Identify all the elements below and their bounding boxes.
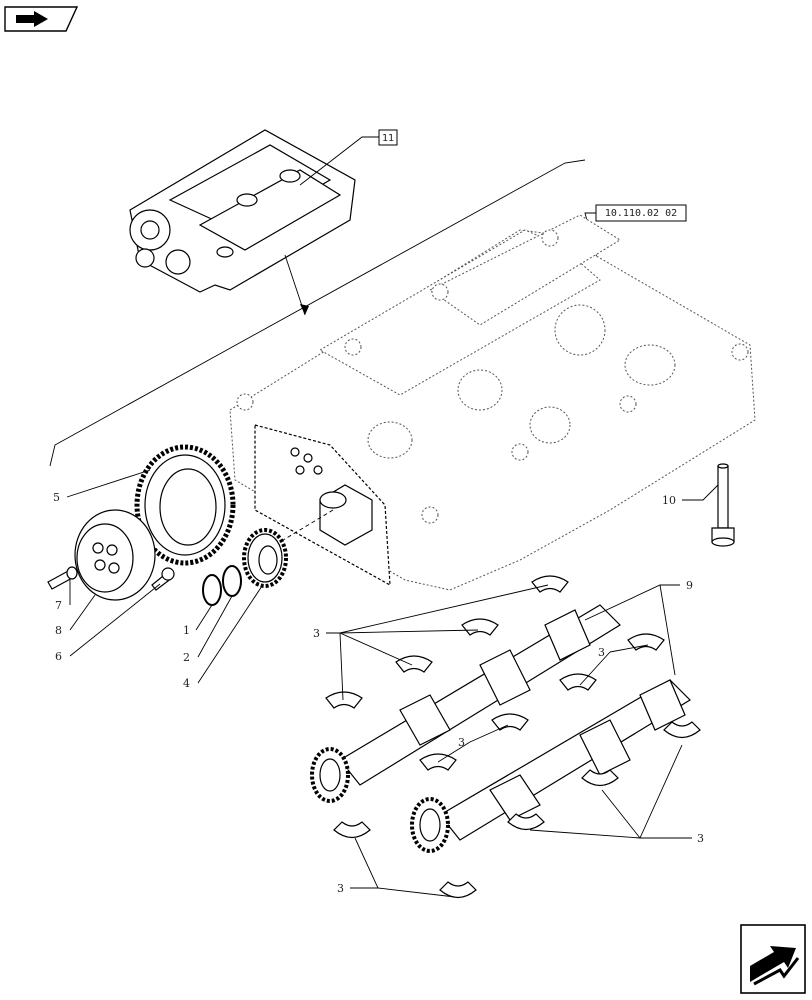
housing-bolt[interactable] [711, 463, 735, 547]
callout-6: 6 [55, 650, 62, 663]
assembly-reference-box[interactable]: 11 [378, 129, 398, 146]
o-ring[interactable] [222, 565, 242, 597]
group-reference-label: 10.110.02 02 [605, 208, 677, 219]
callout-5: 5 [53, 491, 60, 504]
callout-10: 10 [662, 494, 676, 507]
previous-page-tab[interactable] [4, 6, 79, 32]
callout-3-middle: 3 [458, 736, 465, 749]
balancer-assembly-thumbnail[interactable] [129, 129, 356, 293]
gear-bolt[interactable] [151, 567, 175, 591]
lower-balance-shaft[interactable] [410, 679, 691, 853]
assembly-reference-label: 11 [382, 133, 394, 144]
callout-2: 2 [183, 651, 190, 664]
page-back-icon [4, 6, 79, 32]
callout-3-lower-left: 3 [337, 882, 344, 895]
page-forward-icon [740, 924, 806, 994]
snap-ring[interactable] [202, 574, 222, 606]
next-page-button[interactable] [740, 924, 806, 994]
callout-9: 9 [686, 579, 693, 592]
callout-1: 1 [183, 624, 190, 637]
callout-3-lower-right: 3 [697, 832, 704, 845]
callout-3-upper-left: 3 [313, 627, 320, 640]
hub-screw[interactable] [47, 566, 78, 590]
drive-gear[interactable] [134, 444, 236, 566]
group-reference-box[interactable]: 10.110.02 02 [595, 204, 687, 222]
callout-4: 4 [183, 677, 190, 690]
idler-gear[interactable] [242, 528, 288, 588]
callout-8: 8 [55, 624, 62, 637]
upper-balance-shaft[interactable] [310, 604, 621, 803]
gear-hub[interactable] [74, 509, 156, 601]
crankcase-housing [229, 214, 756, 591]
bearing-shells[interactable] [325, 575, 701, 899]
callout-7: 7 [55, 599, 62, 612]
callout-3-upper-right: 3 [598, 646, 605, 659]
